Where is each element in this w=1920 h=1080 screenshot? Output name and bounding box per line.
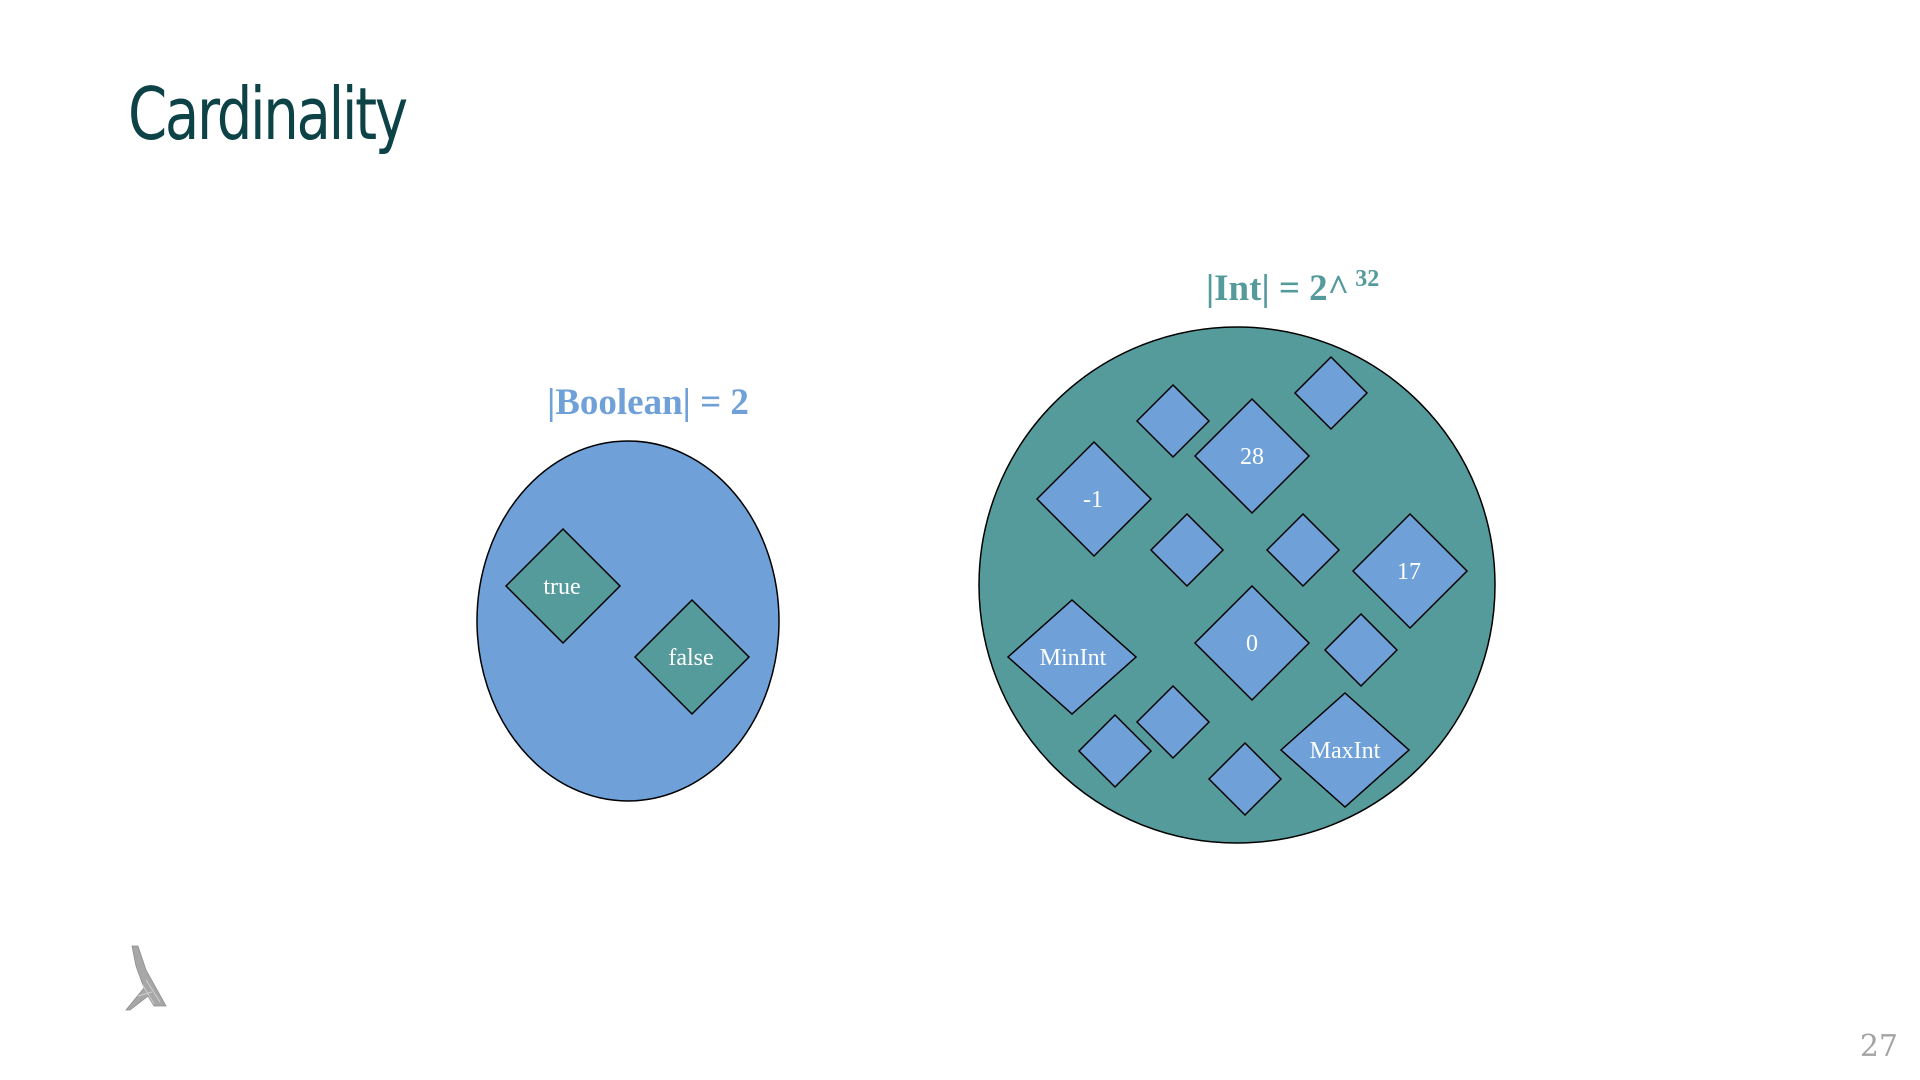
boolean-set: |Boolean| = 2 true false [476,382,780,802]
element-diamond [1077,713,1153,789]
element-diamond [1207,741,1283,817]
element-diamond [504,527,622,645]
element-diamond [1193,584,1311,702]
element-diamond [1006,598,1138,716]
element-diamond [1193,397,1311,515]
lambda-logo-icon [125,945,167,1011]
element-diamond [1293,355,1369,431]
int-element-maxint: MaxInt [1279,691,1411,809]
element-label-minus-1: -1 [1083,487,1103,513]
element-label-17: 17 [1397,559,1421,585]
element-diamond [1323,612,1399,688]
element-diamond [1351,512,1469,630]
element-label-28: 28 [1240,444,1264,470]
element-diamond [1149,512,1225,588]
boolean-element-false: false [633,598,751,716]
boolean-set-label: |Boolean| = 2 [547,382,749,423]
int-element-minint: MinInt [1006,598,1138,716]
element-diamond [633,598,751,716]
element-diamond [1135,383,1211,459]
element-label-false: false [668,645,713,671]
page-number: 27 [1859,1029,1898,1064]
element-diamond [1265,512,1341,588]
boolean-element-true: true [504,527,622,645]
int-element-minus-1: -1 [1035,440,1153,558]
element-diamond [1035,440,1153,558]
element-label-0: 0 [1246,631,1258,657]
slide-title: Cardinality [128,72,408,156]
int-set-label: |Int| = 2^32 [1206,266,1379,309]
int-element-17: 17 [1351,512,1469,630]
element-label-minint: MinInt [1040,645,1107,671]
int-element-28: 28 [1193,397,1311,515]
boolean-set-ellipse [476,440,780,802]
int-element-0: 0 [1193,584,1311,702]
int-set-label-base: |Int| = 2^ [1206,268,1349,309]
int-set: |Int| = 2^32 28 -1 17 [978,266,1496,844]
int-set-label-exponent: 32 [1355,266,1379,292]
element-diamond [1135,684,1211,760]
element-diamond [1279,691,1411,809]
element-label-true: true [543,574,580,600]
element-label-maxint: MaxInt [1310,738,1381,764]
